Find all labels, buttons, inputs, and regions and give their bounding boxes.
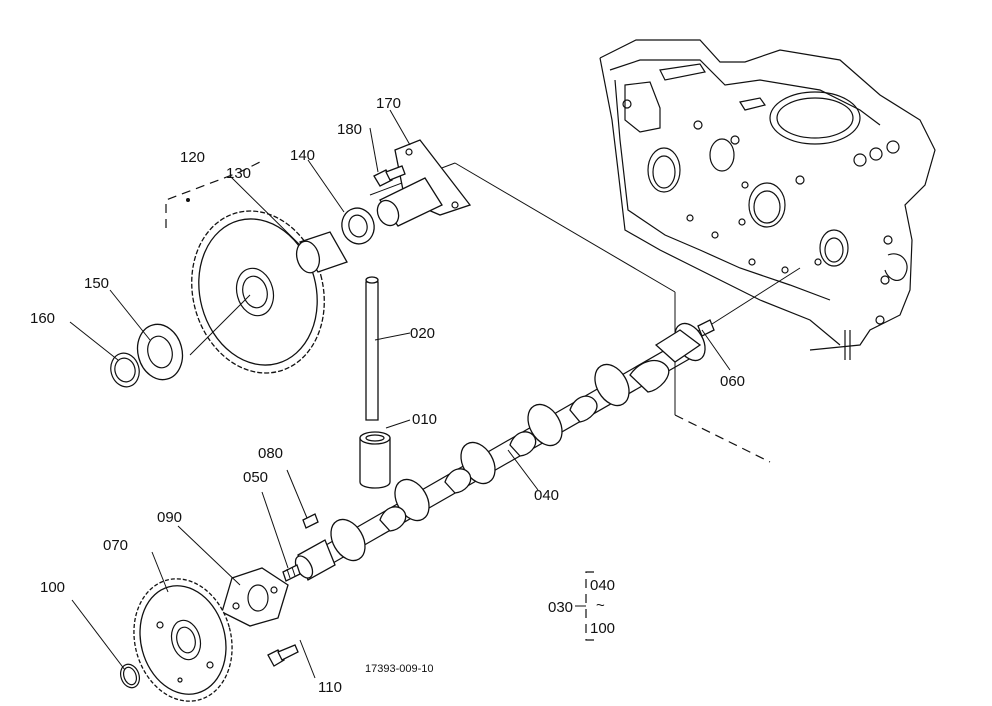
callout-050: 050 <box>243 469 268 486</box>
callout-100: 100 <box>40 579 65 596</box>
idle-shaft-170 <box>376 139 472 227</box>
bracket-from: 040 <box>590 577 615 594</box>
group-bracket-120 <box>165 159 265 228</box>
bracket-to: 100 <box>590 620 615 637</box>
callout-150: 150 <box>84 275 109 292</box>
callout-090: 090 <box>157 509 182 526</box>
pin-050 <box>282 564 301 582</box>
thrust-washer-150 <box>136 323 184 381</box>
tappet-010 <box>359 431 391 489</box>
bracket-label: 030 <box>548 599 573 616</box>
camshaft <box>294 322 706 581</box>
callout-120: 120 <box>180 149 205 166</box>
callout-060: 060 <box>720 373 745 390</box>
callout-080: 080 <box>258 445 283 462</box>
callout-160: 160 <box>30 310 55 327</box>
callout-180: 180 <box>337 121 362 138</box>
callout-020: 020 <box>410 325 435 342</box>
washer-140 <box>341 207 375 245</box>
callout-010: 010 <box>412 411 437 428</box>
callout-040: 040 <box>534 487 559 504</box>
callout-labels: 010 020 040 050 060 070 080 090 100 110 … <box>30 95 745 696</box>
leader-lines <box>69 109 731 679</box>
idle-gear-120 <box>191 210 325 374</box>
callout-170: 170 <box>376 95 401 112</box>
engine-block <box>599 39 936 360</box>
assembly-bracket-030: 030 040 ~ 100 <box>548 571 615 641</box>
bushing-130 <box>295 231 348 274</box>
push-rod-020 <box>365 276 379 421</box>
callout-140: 140 <box>290 147 315 164</box>
bracket-range: ~ <box>596 597 605 614</box>
key-080 <box>302 513 319 529</box>
callout-130: 130 <box>226 165 251 182</box>
bolt-180 <box>373 165 406 187</box>
plug-060 <box>697 319 715 337</box>
snap-ring-160 <box>110 352 140 388</box>
snap-ring-100 <box>119 663 141 689</box>
drawing-number: 17393-009-10 <box>365 663 434 675</box>
callout-110: 110 <box>318 679 342 696</box>
cam-gear-070 <box>133 578 233 702</box>
callout-070: 070 <box>103 537 128 554</box>
bolt-110 <box>267 644 299 667</box>
